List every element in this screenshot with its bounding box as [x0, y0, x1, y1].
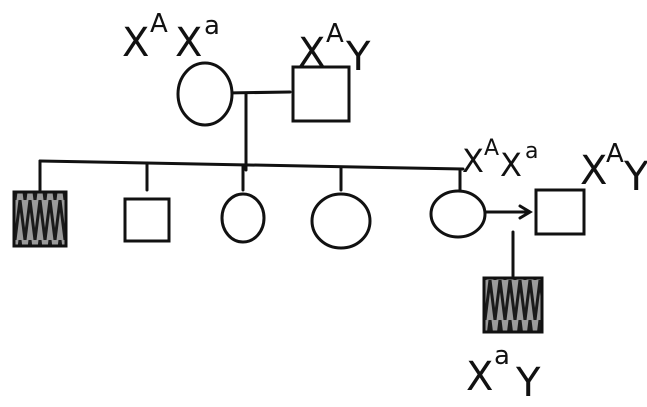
mother-allele-2: X — [175, 20, 202, 66]
father-allele-1: X — [298, 30, 325, 76]
child-symbol — [429, 189, 487, 239]
father-symbol — [291, 65, 351, 123]
father-genotype: X A Y — [298, 19, 371, 80]
spouse-symbol — [534, 188, 586, 236]
spouse-genotype: X A Y — [580, 139, 647, 200]
spouse-allele-1-sup: A — [606, 139, 624, 169]
mother-symbol — [176, 61, 234, 127]
child-symbol — [123, 197, 171, 243]
daughter-allele-1-sup: A — [484, 136, 499, 161]
mother-allele-2-sup: a — [204, 11, 220, 41]
marriage-arrowhead — [518, 204, 533, 220]
child-symbol — [310, 192, 372, 250]
grandchild-symbol — [482, 276, 544, 334]
daughter-allele-1: X — [462, 142, 484, 180]
daughter-allele-2: X — [500, 146, 522, 184]
marriage-line — [224, 90, 292, 95]
child-symbol — [220, 192, 266, 244]
father-allele-2: Y — [345, 34, 371, 80]
grandchild-genotype: X a Y — [466, 341, 541, 406]
sibship-line — [38, 159, 465, 171]
daughter-genotype: X A X a — [462, 136, 538, 184]
mother-allele-1-sup: A — [150, 9, 168, 39]
daughter-allele-2-sup: a — [525, 139, 538, 164]
spouse-allele-1: X — [580, 148, 607, 194]
father-allele-1-sup: A — [326, 19, 344, 49]
mother-allele-1: X — [122, 20, 149, 66]
child-symbol — [12, 190, 68, 248]
grandchild-allele-1-sup: a — [494, 341, 510, 371]
spouse-allele-2: Y — [623, 154, 647, 200]
grandchild-allele-1: X — [466, 354, 493, 400]
mother-genotype: X A X a — [122, 9, 220, 66]
grandchild-allele-2: Y — [515, 360, 541, 406]
